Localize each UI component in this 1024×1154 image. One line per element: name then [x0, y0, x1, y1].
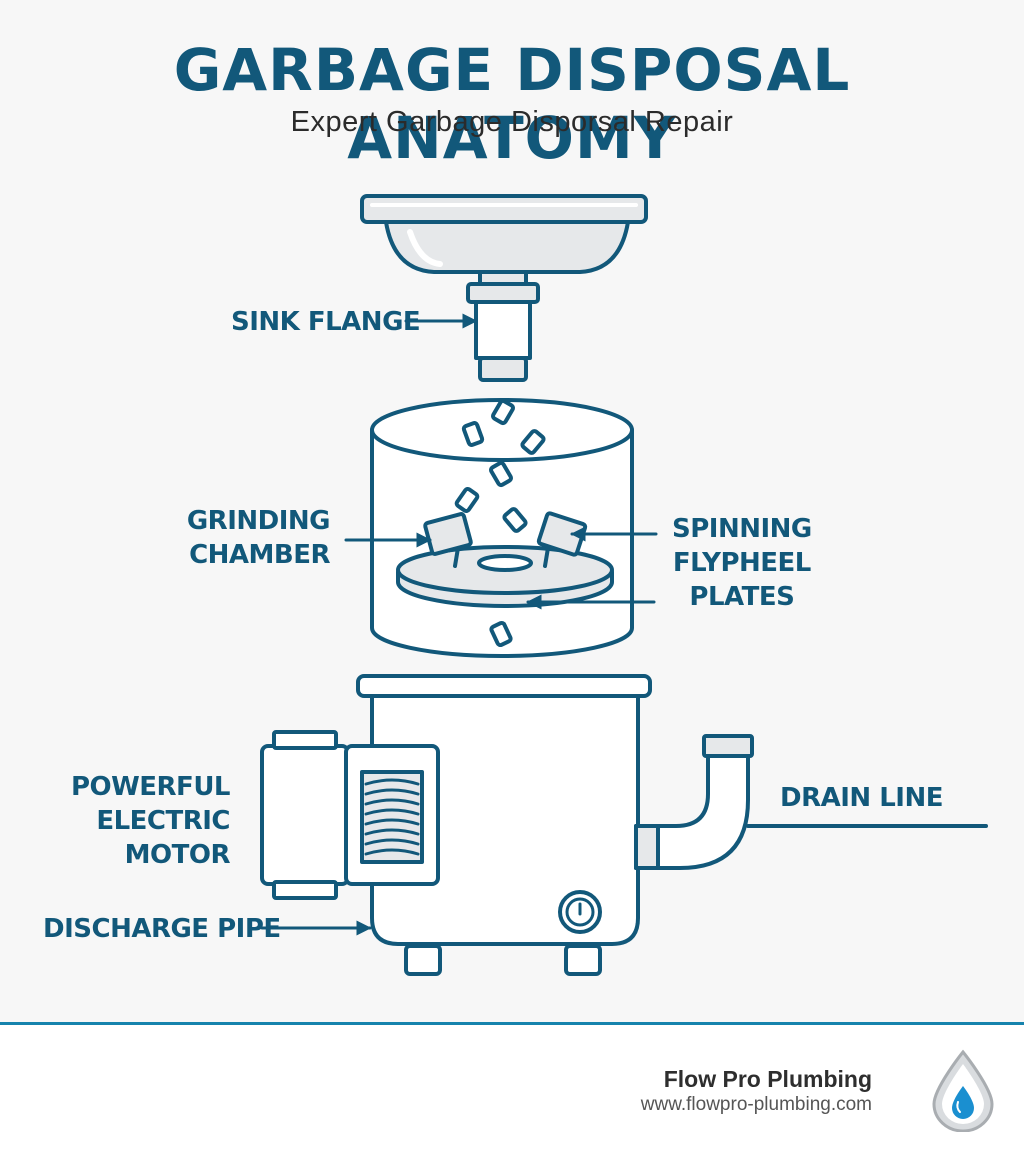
leader-arrows [260, 313, 658, 936]
brand-block: Flow Pro Plumbing www.flowpro-plumbing.c… [641, 1066, 872, 1116]
footer [0, 1025, 1024, 1154]
page-title: GARBAGE DISPOSAL ANATOMY [173, 36, 851, 172]
power-switch-icon [558, 890, 602, 934]
label-sink-flange: SINK FLANGE [231, 307, 421, 337]
drain-outlet [634, 734, 988, 870]
label-discharge-pipe: DISCHARGE PIPE [43, 914, 281, 944]
label-grinding-chamber: GRINDING CHAMBER [186, 506, 331, 570]
water-drop-icon [932, 1049, 994, 1132]
brand-name: Flow Pro Plumbing [663, 1066, 872, 1092]
label-drain-line: DRAIN LINE [780, 783, 943, 813]
disposal-diagram [260, 194, 988, 976]
electric-motor [260, 730, 440, 900]
grinding-chamber [370, 398, 634, 658]
label-spinning-plates: SPINNING FLYPHEEL PLATES [672, 514, 812, 612]
footer-divider [0, 1022, 1024, 1025]
brand-url[interactable]: www.flowpro-plumbing.com [640, 1094, 872, 1115]
sink [360, 194, 648, 274]
page-subtitle: Expert Garbage Disporsal Repair [290, 106, 734, 138]
flange-pipe [466, 270, 540, 382]
label-electric-motor: POWERFUL ELECTRIC MOTOR [70, 772, 231, 870]
